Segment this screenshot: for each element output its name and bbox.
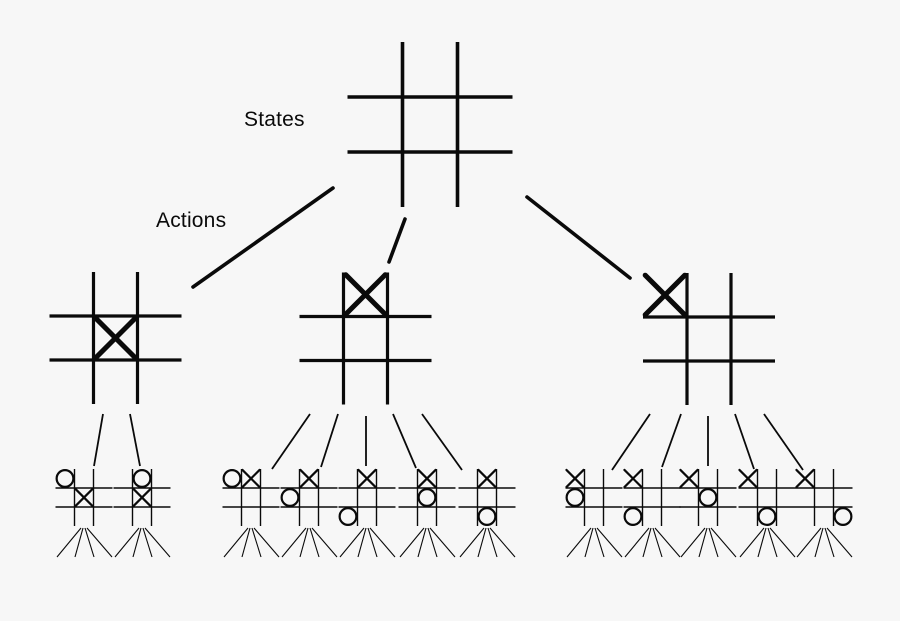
x-mark-after-c2 [132,487,152,508]
fan-line [86,527,113,558]
fan-line [142,527,153,558]
x-mark-after-c1 [74,487,94,508]
fan-line [132,527,142,558]
transition-edge [421,413,463,471]
x-mark-after-m3 [357,468,377,489]
states-label: States [244,108,305,131]
fan-line [680,527,706,558]
fan-line [654,527,681,558]
transition-edge [611,413,651,471]
fan-line [710,527,737,558]
x-mark-after-m4 [417,468,437,489]
transition-edge [93,413,104,467]
x-mark-after-m2 [299,468,319,489]
x-mark-after-m5 [477,468,497,489]
fan-line [357,527,367,558]
x-mark-after-r2 [623,468,643,489]
fan-line [624,527,650,558]
fan-line [281,527,307,558]
transition-edge [763,413,804,471]
fan-line [84,527,95,558]
x-mark-after-r1 [565,468,585,489]
action-edge [387,217,407,264]
o-mark-after-r4 [757,507,777,526]
x-mark-action-x-topmiddle [343,272,388,317]
o-mark-after-r2 [623,507,643,526]
fan-line [757,527,767,558]
x-mark-after-r5 [795,468,815,489]
fan-line [74,527,84,558]
fan-line [596,527,623,558]
fan-line [708,527,719,558]
transition-edge [129,413,141,467]
fan-line [769,527,796,558]
fan-line [253,527,280,558]
fan-line [566,527,592,558]
fan-line [251,527,262,558]
fan-line [369,527,396,558]
fan-line [459,527,485,558]
transition-edge [320,413,339,468]
fan-line [399,527,425,558]
fan-line [652,527,663,558]
fan-line [477,527,487,558]
fan-line [114,527,140,558]
fan-line [367,527,378,558]
x-mark-action-x-center [93,315,138,361]
o-mark-after-m2 [280,488,300,507]
fan-line [796,527,822,558]
fan-line [339,527,365,558]
o-mark-after-r5 [833,507,853,526]
transition-edge [734,413,755,470]
fan-line [487,527,498,558]
fan-line [223,527,249,558]
o-mark-after-c2 [132,469,152,488]
fan-line [309,527,320,558]
fan-line [642,527,652,558]
action-edge [525,195,632,280]
transition-edge [271,413,311,470]
fan-line [739,527,765,558]
fan-line [489,527,516,558]
x-mark-action-x-topleft [642,272,688,318]
fan-line [417,527,427,558]
fan-line [429,527,456,558]
transition-edge [392,413,417,469]
o-mark-after-c1 [55,469,75,488]
o-mark-after-r3 [698,488,718,507]
fan-line [584,527,594,558]
fan-line [594,527,605,558]
fan-line [56,527,82,558]
fan-line [767,527,778,558]
action-edge [191,186,335,289]
fan-line [814,527,824,558]
fan-line [824,527,835,558]
transition-edge [661,413,682,468]
fan-line [241,527,251,558]
fan-line [144,527,171,558]
x-mark-after-r4 [738,468,758,489]
o-mark-after-m1 [222,469,242,488]
o-mark-after-m5 [477,507,497,526]
x-mark-after-r3 [679,468,699,489]
o-mark-after-m3 [338,507,358,526]
x-mark-after-m1 [241,468,261,489]
fan-line [311,527,338,558]
fan-line [299,527,309,558]
fan-line [427,527,438,558]
o-mark-after-m4 [417,488,437,507]
actions-label: Actions [156,209,227,232]
o-mark-after-r1 [565,488,585,507]
fan-line [698,527,708,558]
fan-line [826,527,853,558]
